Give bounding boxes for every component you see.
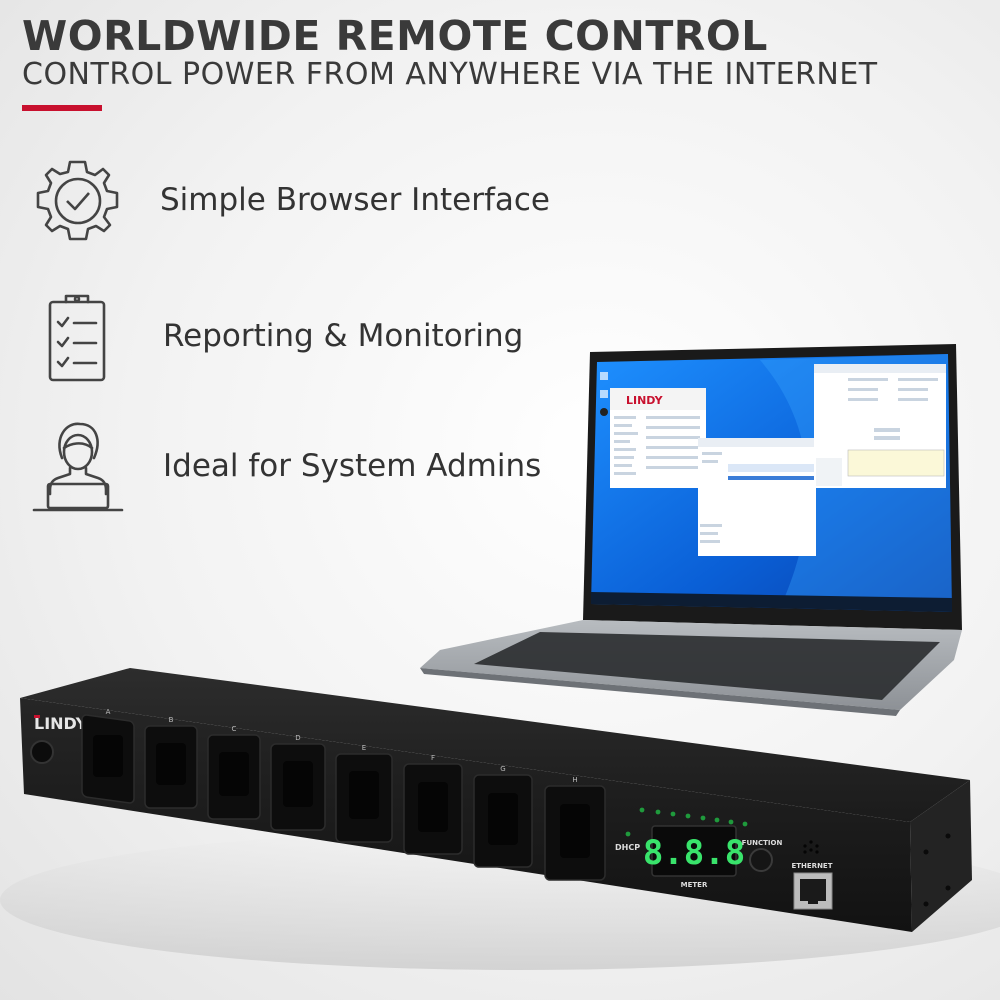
- pdu-unit: LINDY A B C D: [20, 668, 972, 932]
- outlet-label: B: [169, 716, 174, 724]
- subheadline: CONTROL POWER FROM ANYWHERE VIA THE INTE…: [22, 57, 878, 92]
- ethernet-label: ETHERNET: [791, 862, 832, 870]
- outlet-label: E: [362, 744, 366, 752]
- clipboard-checklist-icon: [48, 294, 106, 382]
- outlet-label: G: [500, 765, 505, 773]
- outlet-g: G: [473, 765, 533, 868]
- outlet-e: E: [335, 744, 393, 843]
- outlet-label: C: [232, 725, 237, 733]
- outlet-label: A: [106, 708, 111, 716]
- outlet-b: B: [144, 716, 198, 809]
- pdu-brand-logo: LINDY: [34, 714, 88, 733]
- outlet-d: D: [270, 734, 326, 831]
- browser-window: LINDY: [610, 388, 706, 488]
- gear-check-icon: [36, 160, 119, 241]
- ethernet-port[interactable]: [793, 872, 833, 910]
- monitoring-window: [814, 364, 946, 488]
- power-switch: [30, 740, 54, 764]
- outlet-label: F: [431, 754, 435, 762]
- function-button[interactable]: [749, 848, 773, 872]
- outlet-row: A B C D E: [81, 708, 606, 881]
- browser-logo: LINDY: [626, 394, 664, 407]
- meter-readout: 8.8.8: [643, 833, 745, 873]
- outlet-h: H: [544, 776, 606, 881]
- laptop-keyboard: [474, 632, 940, 700]
- outlet-label: D: [295, 734, 300, 742]
- admin-user-icon: [32, 422, 124, 512]
- status-leds: [625, 807, 748, 837]
- meter-label: METER: [681, 881, 708, 889]
- headline: WORLDWIDE REMOTE CONTROL: [22, 12, 768, 60]
- management-window: [698, 438, 816, 556]
- outlet-label: H: [572, 776, 577, 784]
- feature-label-admins: Ideal for System Admins: [163, 448, 542, 484]
- outlet-c: C: [207, 725, 261, 820]
- feature-label-reporting: Reporting & Monitoring: [163, 318, 524, 354]
- feature-label-browser: Simple Browser Interface: [160, 182, 550, 218]
- buzzer-grille: [803, 840, 819, 854]
- laptop: LINDY: [583, 344, 962, 630]
- dhcp-label: DHCP: [615, 843, 640, 852]
- function-label: FUNCTION: [742, 839, 783, 847]
- outlet-f: F: [403, 754, 463, 855]
- meter-display: [651, 825, 737, 877]
- outlet-a: A: [81, 708, 135, 804]
- accent-bar: [22, 105, 102, 111]
